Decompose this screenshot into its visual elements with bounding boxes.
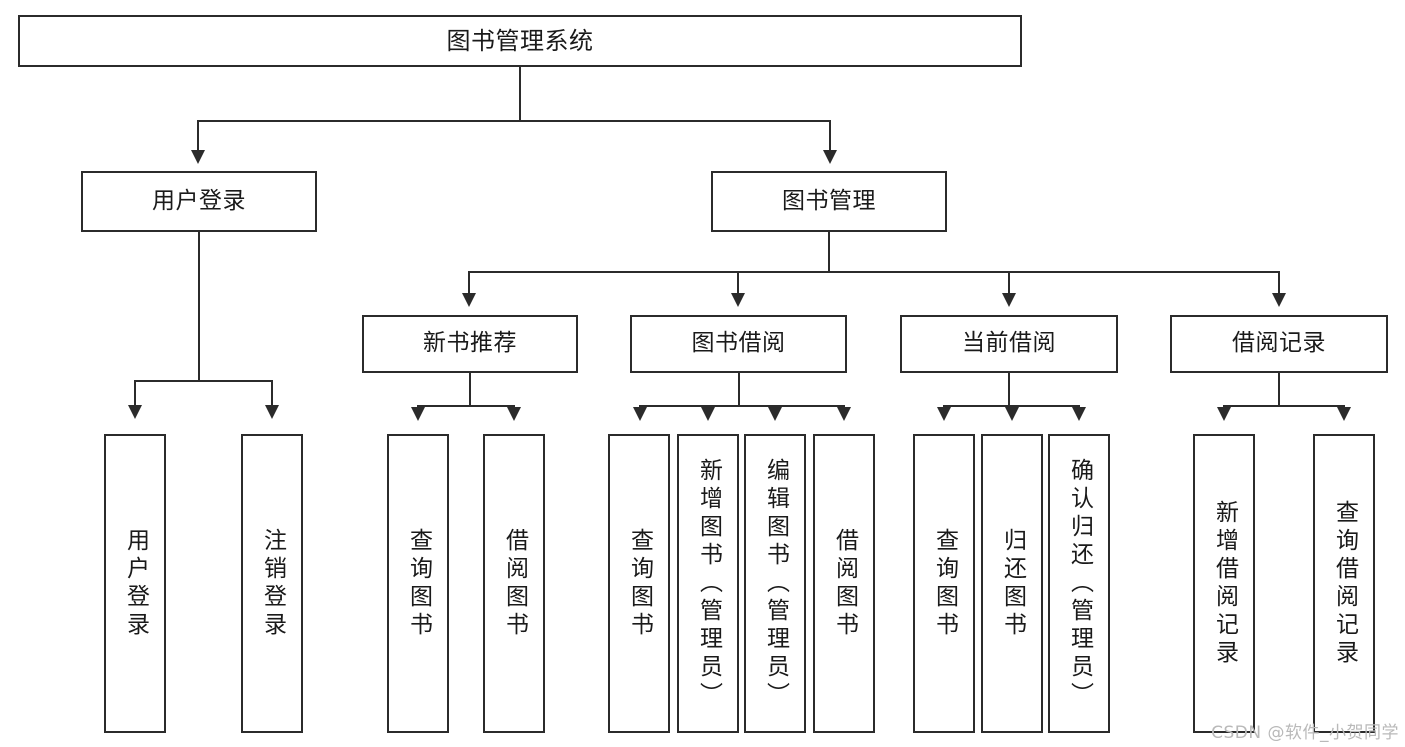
node-leaf-borrow-book-1[interactable]: 借阅图书	[483, 434, 545, 733]
node-book-manage-label: 图书管理	[782, 187, 876, 214]
edge-nbr-bus	[417, 405, 514, 407]
node-leaf-query-book-1[interactable]: 查询图书	[387, 434, 449, 733]
node-leaf-borrow-book-1-label: 借阅图书	[501, 527, 528, 640]
arrowhead-book-manage	[823, 150, 837, 164]
edge-book-manage-stem	[828, 232, 830, 272]
csdn-watermark: CSDN @软件_小贺同学	[1211, 723, 1399, 743]
arrowhead-borrow-record	[1272, 293, 1286, 307]
edge-cb-stem	[1008, 373, 1010, 407]
edge-root-stem	[519, 67, 521, 121]
arrowhead-leaf-query-record	[1337, 407, 1351, 421]
node-user-login[interactable]: 用户登录	[81, 171, 317, 232]
node-book-manage[interactable]: 图书管理	[711, 171, 947, 232]
node-leaf-return-book[interactable]: 归还图书	[981, 434, 1043, 733]
edge-root-to-book-manage	[829, 120, 831, 152]
arrowhead-leaf-borrow-book-1	[507, 407, 521, 421]
arrowhead-leaf-borrow-book-2	[837, 407, 851, 421]
edge-root-bus	[197, 120, 831, 122]
edge-user-login-stem	[198, 232, 200, 382]
node-leaf-user-login[interactable]: 用户登录	[104, 434, 166, 733]
node-leaf-query-book-3[interactable]: 查询图书	[913, 434, 975, 733]
arrowhead-leaf-confirm-return	[1072, 407, 1086, 421]
edge-book-manage-bus	[468, 271, 1280, 273]
node-leaf-query-book-2[interactable]: 查询图书	[608, 434, 670, 733]
node-leaf-add-book[interactable]: 新增图书（管理员）	[677, 434, 739, 733]
arrowhead-book-borrow	[731, 293, 745, 307]
node-new-book-rec[interactable]: 新书推荐	[362, 315, 578, 373]
edge-bm-drop-4	[1278, 271, 1280, 295]
node-leaf-query-book-1-label: 查询图书	[405, 527, 432, 640]
node-leaf-confirm-return[interactable]: 确认归还（管理员）	[1048, 434, 1110, 733]
arrowhead-leaf-edit-book	[768, 407, 782, 421]
node-user-login-label: 用户登录	[152, 187, 246, 214]
node-leaf-user-logout-label: 注销登录	[259, 527, 286, 640]
node-leaf-query-book-3-label: 查询图书	[931, 527, 958, 640]
node-borrow-record[interactable]: 借阅记录	[1170, 315, 1388, 373]
node-leaf-borrow-book-2[interactable]: 借阅图书	[813, 434, 875, 733]
node-leaf-query-record-label: 查询借阅记录	[1331, 499, 1358, 668]
edge-bb-stem	[738, 373, 740, 407]
edge-user-login-bus	[134, 380, 271, 382]
arrowhead-leaf-query-book-3	[937, 407, 951, 421]
edge-bm-drop-3	[1008, 271, 1010, 295]
arrowhead-leaf-query-book-1	[411, 407, 425, 421]
arrowhead-current-borrow	[1002, 293, 1016, 307]
node-leaf-return-book-label: 归还图书	[999, 527, 1026, 640]
node-book-borrow-label: 图书借阅	[691, 330, 786, 357]
arrowhead-leaf-query-book-2	[633, 407, 647, 421]
node-leaf-query-record[interactable]: 查询借阅记录	[1313, 434, 1375, 733]
arrowhead-leaf-return-book	[1005, 407, 1019, 421]
node-root-label: 图书管理系统	[446, 26, 594, 55]
edge-user-login-drop-1	[134, 380, 136, 407]
edge-bb-bus	[639, 405, 844, 407]
edge-br-bus	[1223, 405, 1345, 407]
node-leaf-borrow-book-2-label: 借阅图书	[831, 527, 858, 640]
node-new-book-rec-label: 新书推荐	[423, 330, 517, 357]
node-leaf-query-book-2-label: 查询图书	[626, 527, 653, 640]
arrowhead-user-login	[191, 150, 205, 164]
node-leaf-user-logout[interactable]: 注销登录	[241, 434, 303, 733]
node-leaf-add-book-label: 新增图书（管理员）	[695, 457, 722, 710]
arrowhead-new-book-rec	[462, 293, 476, 307]
node-borrow-record-label: 借阅记录	[1232, 330, 1326, 357]
node-leaf-add-record[interactable]: 新增借阅记录	[1193, 434, 1255, 733]
node-current-borrow-label: 当前借阅	[962, 330, 1056, 357]
arrowhead-leaf-add-book	[701, 407, 715, 421]
node-leaf-add-record-label: 新增借阅记录	[1211, 499, 1238, 668]
arrowhead-leaf-user-login	[128, 405, 142, 419]
node-book-borrow[interactable]: 图书借阅	[630, 315, 847, 373]
node-leaf-confirm-return-label: 确认归还（管理员）	[1066, 457, 1093, 710]
node-root[interactable]: 图书管理系统	[18, 15, 1022, 67]
node-leaf-user-login-label: 用户登录	[122, 527, 149, 640]
edge-bm-drop-2	[737, 271, 739, 295]
edge-user-login-drop-2	[271, 380, 273, 407]
edge-br-stem	[1278, 373, 1280, 407]
node-current-borrow[interactable]: 当前借阅	[900, 315, 1118, 373]
arrowhead-leaf-add-record	[1217, 407, 1231, 421]
node-leaf-edit-book[interactable]: 编辑图书（管理员）	[744, 434, 806, 733]
edge-root-to-user-login	[197, 120, 199, 152]
edge-bm-drop-1	[468, 271, 470, 295]
edge-nbr-stem	[469, 373, 471, 407]
arrowhead-leaf-user-logout	[265, 405, 279, 419]
node-leaf-edit-book-label: 编辑图书（管理员）	[762, 457, 789, 710]
